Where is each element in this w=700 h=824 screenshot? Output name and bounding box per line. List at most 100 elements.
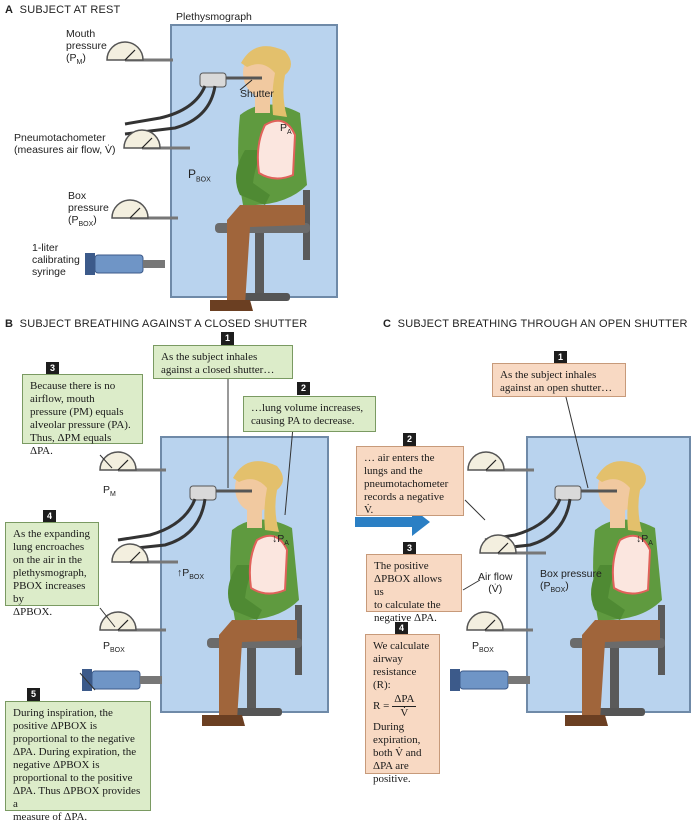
pbox-up-sub: BOX xyxy=(189,574,205,582)
plethysmograph-label: Plethysmograph xyxy=(176,11,252,23)
pbox-up-p: ↑P xyxy=(177,567,190,579)
pbox-up-label: ↑PBOX xyxy=(177,567,204,584)
pbox-b-sub: BOX xyxy=(110,647,125,655)
step-c4-line1: We calculate xyxy=(373,640,430,652)
step-b4-line6: ΔPBOX. xyxy=(13,606,53,618)
formula-fraction: ΔPA V̇ xyxy=(392,693,417,720)
step-c2-box: … air enters the lungs and the pneumotac… xyxy=(356,446,464,516)
step-b3-line1: Because there is no xyxy=(30,380,116,392)
pa-down-label-c: ↓PA xyxy=(636,533,653,550)
pneumo-line1: Pneumotachometer xyxy=(14,132,106,144)
step-c2-number: 2 xyxy=(403,433,416,446)
box-pressure-c-p: (P xyxy=(540,580,551,592)
step-c2-line3: pneumotachometer xyxy=(364,478,449,490)
pbox-b-p: P xyxy=(103,640,111,652)
mouth-pressure-close: ) xyxy=(82,52,86,64)
box-pressure-label-c: Box pressure (PBOX) xyxy=(540,568,602,597)
step-b4-box: As the expanding lung encroaches on the … xyxy=(5,522,99,618)
formula-numerator: ΔPA xyxy=(392,693,417,707)
step-b3-number: 3 xyxy=(46,362,59,375)
step-b3-box: Because there is no airflow, mouth press… xyxy=(22,374,143,457)
step-c2-line4: records a negative xyxy=(364,491,445,503)
pa-label-a: PA xyxy=(280,122,292,139)
step-c1-number: 1 xyxy=(554,351,567,364)
shutter-label: Shutter xyxy=(240,88,274,100)
box-pressure-sub: BOX xyxy=(78,221,94,229)
step-c4-line5: expiration, xyxy=(373,734,421,746)
air-flow-text: Air flow xyxy=(478,571,513,583)
box-pressure-line1: Box xyxy=(68,190,87,202)
step-b5-line5: negative ΔPBOX is xyxy=(13,759,100,771)
step-c3-line4: negative ΔPA. xyxy=(374,612,437,624)
step-b3-line5: Thus, ΔPM equals ΔPA. xyxy=(30,432,112,457)
step-b2-box: …lung volume increases, causing PA to de… xyxy=(243,396,376,432)
air-flow-vdot: (V̇) xyxy=(488,583,503,595)
step-b5-line4: ΔPA. During expiration, the xyxy=(13,746,137,758)
step-c3-line3: to calculate the xyxy=(374,599,441,611)
step-b4-line5: PBOX increases by xyxy=(13,580,86,605)
panel-b-letter: B xyxy=(5,318,14,330)
step-b5-line2: positive ΔPBOX is xyxy=(13,720,98,732)
pbox-label-a: PBOX xyxy=(188,168,211,186)
box-pressure-p: (P xyxy=(68,214,79,226)
panel-b-title: B SUBJECT BREATHING AGAINST A CLOSED SHU… xyxy=(5,318,307,330)
step-b5-line6: proportional to the positive xyxy=(13,772,133,784)
pbox-a-p: P xyxy=(188,167,197,181)
box-pressure-label: Box pressure (PBOX) xyxy=(68,190,109,231)
panel-a-title-text: SUBJECT AT REST xyxy=(19,4,121,16)
step-c1-box: As the subject inhales against an open s… xyxy=(492,363,626,397)
syringe-line3: syringe xyxy=(32,266,66,278)
panel-b-title-text: SUBJECT BREATHING AGAINST A CLOSED SHUTT… xyxy=(19,318,308,330)
step-b5-line1: During inspiration, the xyxy=(13,707,113,719)
step-b5-box: During inspiration, the positive ΔPBOX i… xyxy=(5,701,151,823)
pbox-c-sub: BOX xyxy=(479,647,494,655)
pbox-c-p: P xyxy=(472,640,480,652)
step-c3-line1: The positive xyxy=(374,560,429,572)
box-pressure-c-line2: (PBOX) xyxy=(540,580,602,597)
syringe-line2: calibrating xyxy=(32,254,80,266)
box-pressure-c-line1: Box pressure xyxy=(540,568,602,580)
step-c4-line2: airway xyxy=(373,653,403,665)
step-b5-line3: proportional to the negative xyxy=(13,733,135,745)
syringe-line1: 1-liter xyxy=(32,242,59,254)
step-c4-line6: both V̇ and xyxy=(373,747,422,759)
mouth-pressure-line3: (PM) xyxy=(66,52,107,69)
step-b5-line7: ΔPA. Thus ΔPBOX provides a xyxy=(13,785,141,810)
formula-r: R = xyxy=(373,700,390,712)
pbox-label-c: PBOX xyxy=(472,640,494,657)
step-b1-number: 1 xyxy=(221,332,234,345)
pbox-a-sub: BOX xyxy=(196,176,211,184)
pa-down-c-p: ↓P xyxy=(636,533,649,545)
panel-c-letter: C xyxy=(383,318,392,330)
box-pressure-close: ) xyxy=(93,214,97,226)
resistance-formula: R = ΔPA V̇ xyxy=(373,693,432,720)
pneumotachometer-label: Pneumotachometer (measures air flow, V̇) xyxy=(14,132,116,156)
step-b2-line1: …lung volume increases, xyxy=(251,402,364,414)
step-c4-line8: positive. xyxy=(373,773,411,785)
pa-down-c-sub: A xyxy=(648,540,653,548)
pa-down-b-sub: A xyxy=(284,540,289,548)
pm-label-b: PM xyxy=(103,484,116,501)
pneumo-line2: (measures air flow, V̇) xyxy=(14,144,116,156)
pa-a-sub: A xyxy=(287,129,292,137)
box-pressure-c-close: ) xyxy=(565,580,569,592)
step-b1-box: As the subject inhales against a closed … xyxy=(153,345,293,379)
step-b4-number: 4 xyxy=(43,510,56,523)
pbox-label-b: PBOX xyxy=(103,640,125,657)
pm-b-p: P xyxy=(103,484,111,496)
mouth-pressure-label: Mouth pressure (PM) xyxy=(66,28,107,69)
mouth-pressure-sub: M xyxy=(76,59,83,67)
box-pressure-line2: pressure xyxy=(68,202,109,214)
pm-b-sub: M xyxy=(110,491,116,499)
panel-a-title: A SUBJECT AT REST xyxy=(5,4,120,16)
mouth-pressure-line1: Mouth xyxy=(66,28,96,40)
step-c4-line3: resistance (R): xyxy=(373,666,417,691)
step-b3-line4: alveolar pressure (PA). xyxy=(30,419,131,431)
step-b4-line2: lung encroaches xyxy=(13,541,85,553)
syringe-label: 1-liter calibrating syringe xyxy=(32,242,80,278)
step-b4-line4: plethysmograph, xyxy=(13,567,87,579)
box-pressure-line3: (PBOX) xyxy=(68,214,109,231)
step-b3-line2: airflow, mouth xyxy=(30,393,95,405)
step-b4-line3: on the air in the xyxy=(13,554,83,566)
